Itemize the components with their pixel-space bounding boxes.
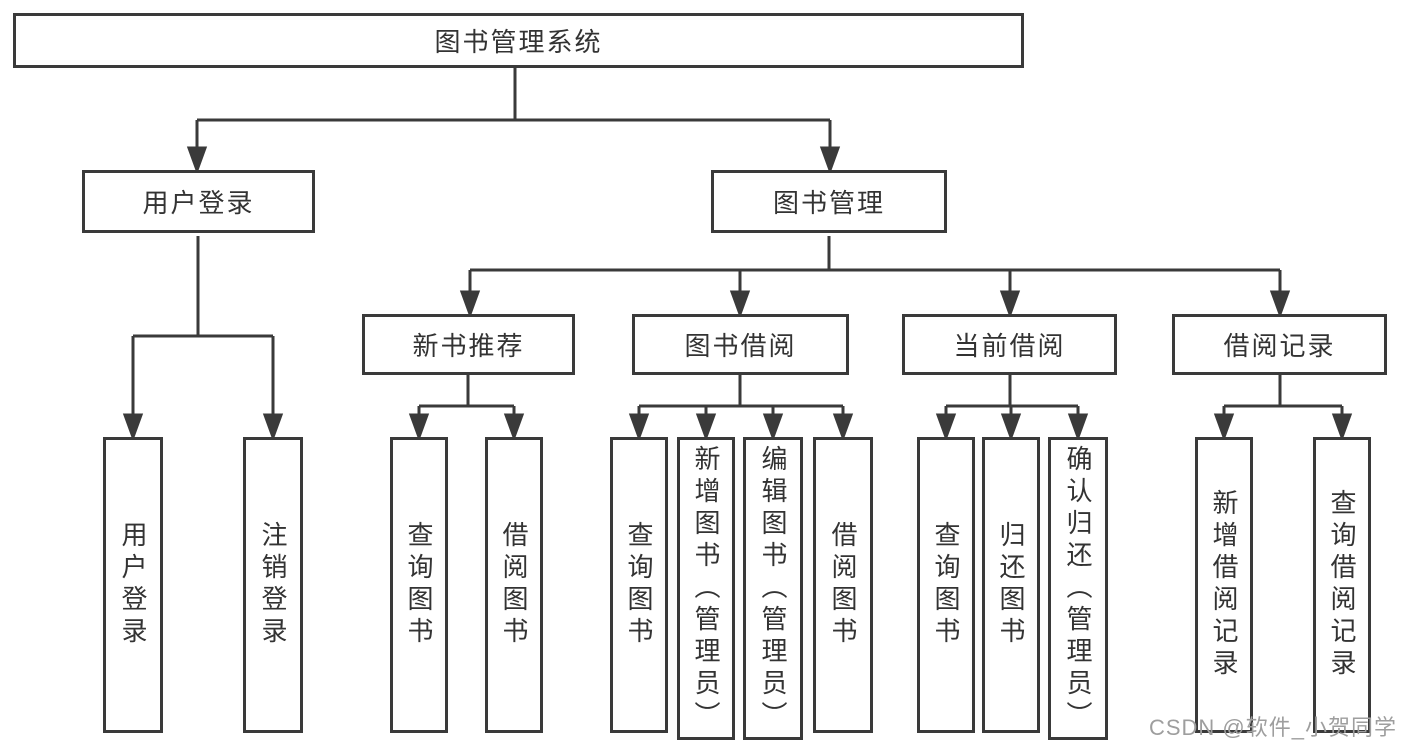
- leaf-label: 归还图书: [996, 521, 1026, 649]
- leaf-label: 新增借阅记录: [1209, 489, 1239, 681]
- leaf-borrow-books-2: 借阅图书: [813, 437, 873, 733]
- connector-root-to-branches: [186, 68, 841, 175]
- connector-book-borrow-to-leaves: [628, 375, 854, 442]
- connector-borrow-record-to-leaves: [1213, 375, 1353, 442]
- leaf-label: 查询图书: [931, 521, 961, 649]
- node-current-borrowing: 当前借阅: [902, 314, 1117, 375]
- leaf-label: 注销登录: [258, 521, 288, 649]
- leaf-label: 查询借阅记录: [1327, 489, 1357, 681]
- leaf-query-books-1: 查询图书: [390, 437, 448, 733]
- leaf-label: 借阅图书: [828, 521, 858, 649]
- leaf-label: 借阅图书: [499, 521, 529, 649]
- leaf-label: 确认归还（管理员）: [1063, 444, 1093, 733]
- leaf-logout: 注销登录: [243, 437, 303, 733]
- node-new-book-recommendation: 新书推荐: [362, 314, 575, 375]
- leaf-label: 查询图书: [624, 521, 654, 649]
- watermark: CSDN @软件_小贺同学: [1148, 715, 1397, 740]
- connector-new-book-to-leaves: [408, 375, 525, 442]
- leaf-label: 查询图书: [404, 521, 434, 649]
- leaf-label: 用户登录: [118, 521, 148, 649]
- connector-user-login-to-leaves: [122, 236, 284, 442]
- leaf-edit-book-admin: 编辑图书（管理员）: [743, 437, 803, 740]
- leaf-query-books-2: 查询图书: [610, 437, 668, 733]
- leaf-query-borrow-record: 查询借阅记录: [1313, 437, 1371, 733]
- leaf-label: 新增图书（管理员）: [691, 444, 721, 733]
- leaf-add-borrow-record: 新增借阅记录: [1195, 437, 1253, 733]
- node-library-system: 图书管理系统: [13, 13, 1024, 68]
- leaf-query-books-3: 查询图书: [917, 437, 975, 733]
- leaf-return-books: 归还图书: [982, 437, 1040, 733]
- node-user-login: 用户登录: [82, 170, 315, 233]
- node-book-borrowing: 图书借阅: [632, 314, 849, 375]
- node-borrowing-records: 借阅记录: [1172, 314, 1387, 375]
- leaf-label: 编辑图书（管理员）: [758, 444, 788, 733]
- leaf-borrow-books-1: 借阅图书: [485, 437, 543, 733]
- leaf-user-login: 用户登录: [103, 437, 163, 733]
- connector-current-borrow-to-leaves: [935, 375, 1089, 442]
- leaf-add-book-admin: 新增图书（管理员）: [677, 437, 735, 740]
- leaf-confirm-return-admin: 确认归还（管理员）: [1048, 437, 1108, 740]
- connector-book-management-to-modules: [459, 236, 1291, 319]
- node-book-management: 图书管理: [711, 170, 947, 233]
